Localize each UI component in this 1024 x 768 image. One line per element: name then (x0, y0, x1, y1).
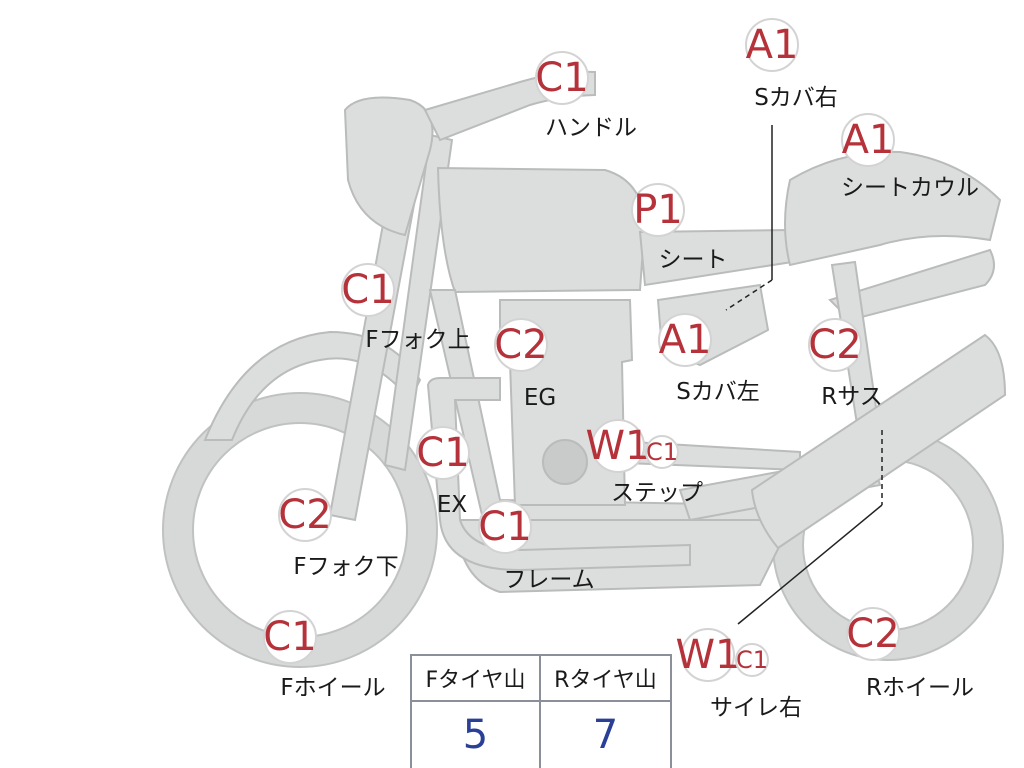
marker-frame: C1 フレーム (478, 500, 595, 593)
grade-exhaust: C1 (416, 430, 469, 476)
tire-tread-table: Fタイヤ山 Rタイヤ山 5 7 (410, 654, 672, 768)
grade-f-fork-lower: C2 (278, 492, 331, 538)
grade-r-suspension: C2 (808, 322, 861, 368)
marker-r-wheel: C2 Rホイール (846, 607, 974, 701)
marker-f-fork-lower: C2 Fフォク下 (278, 488, 399, 580)
marker-f-wheel: C1 Fホイール (263, 610, 386, 701)
label-step: ステップ (611, 480, 703, 506)
marker-seat: P1 シート (631, 183, 728, 273)
leader-s-cover-right-dash (725, 279, 773, 311)
grade-handle: C1 (535, 55, 588, 101)
marker-s-cover-right: A1 Sカバ右 (745, 18, 838, 111)
marker-exhaust: C1 EX (416, 426, 470, 518)
label-r-wheel: Rホイール (866, 675, 974, 701)
label-s-cover-right: Sカバ右 (754, 85, 838, 111)
grade-sub-silencer-right: C1 (736, 646, 768, 674)
grade-sub-step: C1 (646, 438, 678, 466)
marker-seat-cowl: A1 シートカウル (841, 113, 979, 201)
grade-f-wheel: C1 (263, 614, 316, 660)
grade-engine: C2 (494, 322, 547, 368)
muffler (750, 333, 1007, 550)
label-r-suspension: Rサス (821, 384, 883, 410)
label-seat: シート (659, 247, 728, 273)
front-tire-value: 5 (412, 702, 541, 768)
label-f-fork-lower: Fフォク下 (293, 554, 398, 580)
fuel-tank (436, 166, 647, 294)
label-f-fork-upper: Fフォク上 (365, 327, 470, 353)
seat-cowl-shape (784, 150, 1002, 267)
label-f-wheel: Fホイール (280, 675, 385, 701)
label-seat-cowl: シートカウル (841, 175, 979, 201)
marker-engine: C2 EG (494, 318, 556, 411)
rear-tire-value: 7 (592, 712, 619, 758)
grade-silencer-right: W1 (676, 632, 741, 678)
front-tire-header: Fタイヤ山 (412, 656, 541, 702)
grade-frame: C1 (478, 504, 531, 550)
marker-r-suspension: C2 Rサス (808, 318, 883, 410)
marker-handle: C1 ハンドル (535, 51, 637, 141)
label-handle: ハンドル (545, 115, 637, 141)
marker-s-cover-left: A1 Sカバ左 (658, 313, 760, 405)
label-s-cover-left: Sカバ左 (676, 379, 760, 405)
grade-seat-cowl: A1 (842, 117, 895, 163)
grade-s-cover-left: A1 (659, 317, 712, 363)
grade-step: W1 (586, 423, 651, 469)
label-engine: EG (524, 385, 556, 411)
label-silencer-right: サイレ右 (710, 695, 802, 721)
engine-cover (542, 439, 588, 485)
leader-silencer-right-2 (737, 504, 883, 625)
marker-f-fork-upper: C1 Fフォク上 (341, 263, 471, 353)
marker-step: W1 C1 ステップ (586, 419, 703, 506)
marker-silencer-right: W1 C1 サイレ右 (676, 628, 802, 721)
rear-fender (828, 248, 995, 322)
grade-s-cover-right: A1 (746, 22, 799, 68)
grade-f-fork-upper: C1 (341, 267, 394, 313)
label-exhaust: EX (437, 492, 468, 518)
grade-r-wheel: C2 (846, 611, 899, 657)
rear-tire-header: Rタイヤ山 (541, 656, 670, 702)
label-frame: フレーム (503, 567, 594, 593)
grade-seat: P1 (633, 187, 683, 233)
